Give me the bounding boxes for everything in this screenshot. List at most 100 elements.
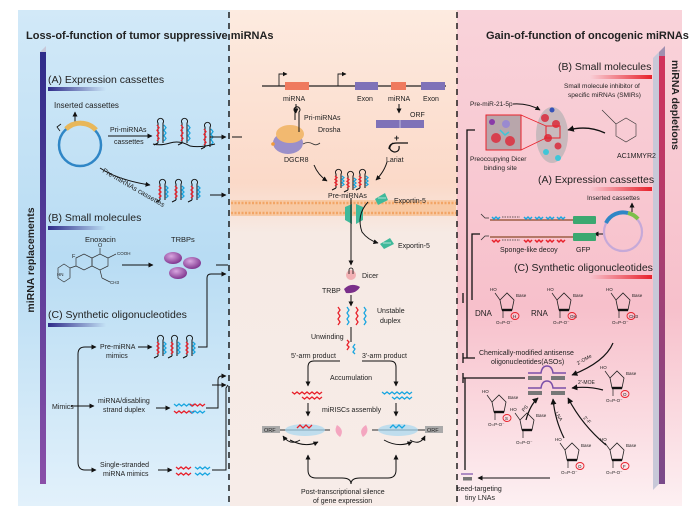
left-side-label: miRNA replacements: [25, 207, 37, 312]
miriscs-label: miRISCs assembly: [322, 407, 382, 414]
exon-1: [355, 82, 378, 90]
enoxacin-structure: [57, 248, 117, 283]
smir-binding-arrow: [567, 125, 606, 134]
sponge-site-red: [523, 238, 533, 244]
mimics-label: Mimics: [52, 404, 74, 411]
blue-strand: [187, 124, 191, 142]
ho-bond: [559, 442, 566, 451]
trbp-proteins: [164, 252, 201, 279]
ribose-ring: [491, 394, 507, 413]
unstable-label-1: Unstable: [377, 308, 405, 315]
phosphate-label: O=P-O⁻: [516, 440, 533, 445]
pre-mirna-mimic-hairpins: [153, 334, 196, 359]
pri-cassettes-label-2: cassettes: [114, 139, 144, 146]
pre-mirnas-center: [331, 168, 370, 193]
inserted-cassettes-label: Inserted cassettes: [54, 101, 119, 110]
duplex-bottom-blue: [189, 410, 206, 414]
sponge-site-blue: [523, 215, 533, 221]
accum-blue-1: [381, 391, 413, 395]
ho-label: HO: [490, 287, 497, 292]
red-strand: [156, 341, 160, 355]
base-label: Base: [536, 413, 547, 418]
promoter-1: [278, 71, 288, 86]
modification-circle: [567, 312, 577, 320]
right-section-a-label: (A) Expression cassettes: [538, 174, 654, 186]
left-panel-title: Loss-of-function of tumor suppressive mi…: [26, 30, 274, 42]
hairpin-tail: [177, 142, 183, 146]
arm5-label: 5'-arm product: [291, 353, 336, 360]
dicer-label: Dicer: [362, 273, 379, 280]
left-section-b-label: (B) Small molecules: [48, 212, 141, 224]
right-plasmid-insert: [604, 210, 629, 225]
sponge-site-blue: [545, 215, 555, 221]
mirna-duplex-mimic: [173, 403, 206, 414]
red-strand: [185, 341, 189, 355]
exon-2: [421, 82, 445, 90]
exportin-label-1: Exportin-5: [394, 198, 426, 205]
mirna-gene-2: [391, 82, 406, 90]
ho-label: HO: [600, 437, 607, 442]
hairpin-tail: [343, 189, 349, 193]
red-strand: [357, 175, 363, 187]
moe-label: 2'-MOE: [578, 380, 595, 386]
duplex-label-2: strand duplex: [103, 407, 146, 414]
hairpin-loop: [157, 334, 164, 356]
red-strand: [158, 185, 162, 199]
single-connector: [212, 384, 229, 471]
accumulate-left-arrow: [305, 360, 340, 387]
sponge-site-red: [556, 238, 566, 244]
nucleotide-structures: BaseHOO=P-O⁻HBaseHOO=P-O⁻OHBaseHOO=P-O⁻C…: [482, 287, 643, 475]
duplex-connector: [206, 373, 227, 409]
unstable-strand: [346, 306, 350, 326]
preoccupying-label-1: Preoccupying Dicer: [470, 156, 527, 163]
exportin-top: [375, 193, 388, 205]
phosphate-label: O=P-O⁻: [496, 320, 513, 325]
red-strand: [170, 341, 174, 355]
modification-circle: [626, 312, 636, 320]
phosphate-label: O=P-O⁻: [606, 398, 623, 403]
orf-right-label: ORF: [427, 428, 439, 434]
silence-label-2: of gene expression: [313, 498, 372, 505]
modification-circle: [575, 462, 585, 470]
single-red-1: [175, 466, 192, 470]
phosphate-label: O=P-O⁻: [561, 470, 578, 475]
ho-bond: [551, 292, 558, 301]
ho-bond: [604, 370, 611, 379]
ac1mmyr2-label: AC1MMYR2: [617, 153, 656, 160]
hairpin-loop: [359, 168, 366, 188]
sponge-site-blue: [534, 215, 544, 221]
hairpin-tail: [171, 199, 177, 203]
mirna-gene-1: [285, 82, 309, 90]
right-section-b-underline: [590, 75, 652, 79]
pre-mirna-hairpins-a: [155, 178, 201, 203]
red-strand: [203, 128, 207, 146]
left-section-a-underline: [48, 87, 106, 91]
left-section-a-label: (A) Expression cassettes: [48, 74, 164, 86]
right-side-label: miRNA depletions: [669, 60, 681, 150]
accumulation-label: Accumulation: [330, 375, 372, 382]
trbps-label: TRBPs: [171, 235, 195, 244]
base-label: Base: [581, 443, 592, 448]
silence-label-1: Post-transcriptional silence: [301, 489, 385, 496]
accum-blue-2: [391, 396, 413, 400]
red-strand: [180, 124, 184, 142]
ch3-group: CH3: [110, 280, 119, 285]
hairpin-loop: [186, 334, 193, 356]
drosha-dgcr8-complex: [271, 106, 321, 154]
trbp-icon: [344, 284, 360, 294]
sponge-site-blue: [491, 215, 501, 221]
enoxacin-label: Enoxacin: [85, 235, 116, 244]
aso-inhibition: [462, 373, 525, 383]
single-red-2: [175, 472, 192, 476]
sponge-site-red: [545, 238, 555, 244]
red-strand: [190, 185, 194, 199]
ho-bond: [494, 292, 501, 301]
orf-top-label: ORF: [410, 112, 425, 119]
pri-transcript-line: [152, 141, 216, 148]
hairpin-loop: [347, 170, 354, 190]
right-section-c-label: (C) Synthetic oligonucleotides: [514, 262, 653, 274]
ribose-ring: [609, 442, 625, 461]
lariat-to-pre-arrow: [375, 161, 388, 181]
exon-label-2: Exon: [423, 96, 439, 103]
right-panel-title: Gain-of-function of oncogenic miRNAs: [486, 30, 689, 42]
